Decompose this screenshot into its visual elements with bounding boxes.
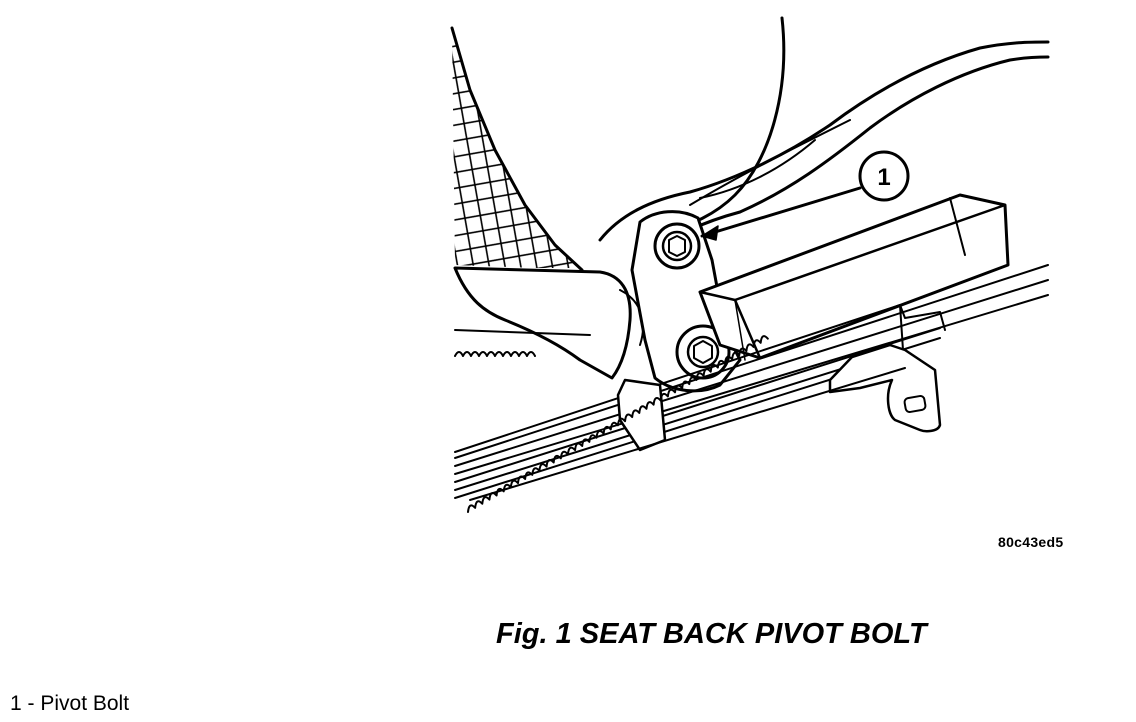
callout-bubble-1: 1 [858,150,910,202]
seat-back-mesh [450,26,584,272]
track-teeth-upper [454,351,536,357]
track-riser [616,378,667,452]
callout-leader [700,186,862,241]
recliner-bracket [453,266,632,380]
track-teeth-lower [467,335,769,513]
upper-frame-arm [598,40,1050,242]
track-release-plate [828,343,942,433]
recliner-handle [698,193,1010,361]
pivot-bolt [653,222,701,270]
callout-number: 1 [877,164,890,191]
track-release-slot [903,395,927,413]
figure-caption: Fig. 1 SEAT BACK PIVOT BOLT [496,618,927,650]
figure-reference-code: 80c43ed5 [998,534,1064,550]
legend-item-1: 1 - Pivot Bolt [10,692,130,715]
